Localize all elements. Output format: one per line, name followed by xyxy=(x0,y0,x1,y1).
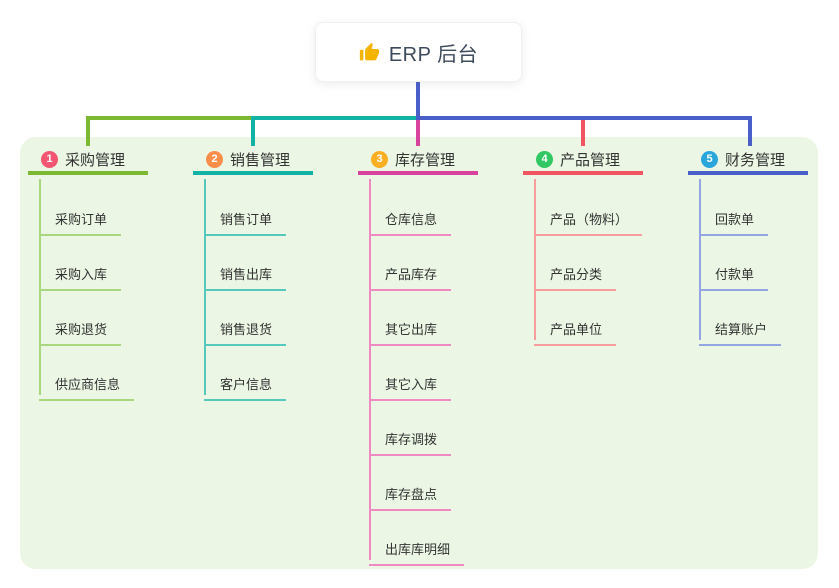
node-label: 库存调拨 xyxy=(385,432,438,447)
node-label: 销售出库 xyxy=(220,267,273,282)
node-label: 采购退货 xyxy=(55,322,108,337)
connector-branch-5-children xyxy=(699,179,701,340)
node-stock-transfer[interactable]: 库存调拨 xyxy=(369,418,452,456)
branch-1-badge: 1 xyxy=(41,151,58,168)
node-label: 产品分类 xyxy=(550,267,603,282)
node-label: 其它出库 xyxy=(385,322,438,337)
node-label: 回款单 xyxy=(715,212,755,227)
node-settlement-account[interactable]: 结算账户 xyxy=(699,308,782,346)
branch-node-finance[interactable]: 5 财务管理 xyxy=(688,148,808,175)
node-receipt-order[interactable]: 回款单 xyxy=(699,198,769,236)
node-sales-order[interactable]: 销售订单 xyxy=(204,198,287,236)
connector-drop-branch-4 xyxy=(581,120,585,146)
root-node-label: ERP 后台 xyxy=(388,43,479,66)
root-node[interactable]: ERP 后台 xyxy=(315,22,522,82)
connector-branch-3-children xyxy=(369,179,371,560)
node-label: 结算账户 xyxy=(715,322,768,337)
branch-node-product[interactable]: 4 产品管理 xyxy=(523,148,643,175)
connector-drop-branch-2 xyxy=(251,116,255,146)
node-product-unit[interactable]: 产品单位 xyxy=(534,308,617,346)
node-purchase-order[interactable]: 采购订单 xyxy=(39,198,122,236)
connector-drop-branch-1 xyxy=(86,116,90,146)
connector-branch-4-children xyxy=(534,179,536,340)
node-product-category[interactable]: 产品分类 xyxy=(534,253,617,291)
branch-node-purchase[interactable]: 1 采购管理 xyxy=(28,148,148,175)
node-label: 库存盘点 xyxy=(385,487,438,502)
node-other-outbound[interactable]: 其它出库 xyxy=(369,308,452,346)
connector-drop-branch-5 xyxy=(748,116,752,146)
branch-4-label: 产品管理 xyxy=(560,152,621,169)
node-label: 出库库明细 xyxy=(385,542,451,557)
connector-bus-segment-1 xyxy=(86,116,255,120)
node-sales-return[interactable]: 销售退货 xyxy=(204,308,287,346)
node-other-inbound[interactable]: 其它入库 xyxy=(369,363,452,401)
connector-branch-1-children xyxy=(39,179,41,395)
node-warehouse-info[interactable]: 仓库信息 xyxy=(369,198,452,236)
node-label: 产品库存 xyxy=(385,267,438,282)
node-purchase-return[interactable]: 采购退货 xyxy=(39,308,122,346)
node-customer-info[interactable]: 客户信息 xyxy=(204,363,287,401)
branch-node-inventory[interactable]: 3 库存管理 xyxy=(358,148,478,175)
branch-4-badge: 4 xyxy=(536,151,553,168)
branch-5-badge: 5 xyxy=(701,151,718,168)
branches-panel xyxy=(20,137,818,569)
connector-root-drop xyxy=(416,82,420,120)
node-label: 供应商信息 xyxy=(55,377,121,392)
branch-node-sales[interactable]: 2 销售管理 xyxy=(193,148,313,175)
node-label: 销售退货 xyxy=(220,322,273,337)
node-label: 采购入库 xyxy=(55,267,108,282)
node-label: 采购订单 xyxy=(55,212,108,227)
node-sales-outbound[interactable]: 销售出库 xyxy=(204,253,287,291)
connector-bus-segment-3 xyxy=(416,116,752,120)
branch-5-label: 财务管理 xyxy=(725,152,786,169)
node-stock-taking[interactable]: 库存盘点 xyxy=(369,473,452,511)
node-label: 其它入库 xyxy=(385,377,438,392)
node-product-material[interactable]: 产品（物料） xyxy=(534,198,643,236)
branch-2-badge: 2 xyxy=(206,151,223,168)
connector-branch-2-children xyxy=(204,179,206,395)
connector-drop-branch-3 xyxy=(416,120,420,146)
thumbs-up-icon xyxy=(359,42,379,60)
node-label: 客户信息 xyxy=(220,377,273,392)
node-label: 付款单 xyxy=(715,267,755,282)
node-outbound-detail[interactable]: 出库库明细 xyxy=(369,528,465,566)
node-supplier-info[interactable]: 供应商信息 xyxy=(39,363,135,401)
connector-bus-segment-2 xyxy=(251,116,420,120)
node-purchase-inbound[interactable]: 采购入库 xyxy=(39,253,122,291)
node-label: 产品单位 xyxy=(550,322,603,337)
branch-3-label: 库存管理 xyxy=(395,152,456,169)
branch-3-badge: 3 xyxy=(371,151,388,168)
node-label: 销售订单 xyxy=(220,212,273,227)
branch-2-label: 销售管理 xyxy=(230,152,291,169)
branch-1-label: 采购管理 xyxy=(65,152,126,169)
node-product-stock[interactable]: 产品库存 xyxy=(369,253,452,291)
node-label: 仓库信息 xyxy=(385,212,438,227)
node-payment-order[interactable]: 付款单 xyxy=(699,253,769,291)
node-label: 产品（物料） xyxy=(550,212,629,227)
